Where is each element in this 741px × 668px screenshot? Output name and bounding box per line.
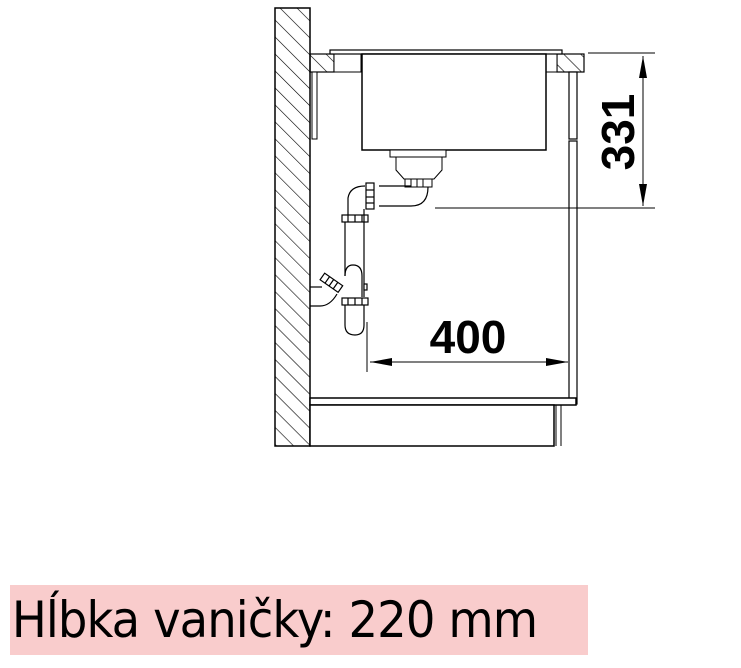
height-dimension-label: 331 [592,94,644,171]
depth-caption-text: Hĺbka vaničky: 220 mm [11,591,538,649]
wall-section [274,7,311,447]
left-panel [311,71,318,140]
drain-pipe [310,182,429,336]
drain-strainer [389,149,447,188]
width-dimension [366,322,568,372]
cabinet-bottom [309,397,577,447]
sink-bowl [361,53,547,151]
width-dimension-label: 400 [430,311,507,363]
height-dimension [435,52,655,209]
sink-section-drawing: 331 400 [274,7,655,447]
depth-caption: Hĺbka vaničky: 220 mm [10,585,588,655]
cabinet-right-panel [568,71,578,405]
